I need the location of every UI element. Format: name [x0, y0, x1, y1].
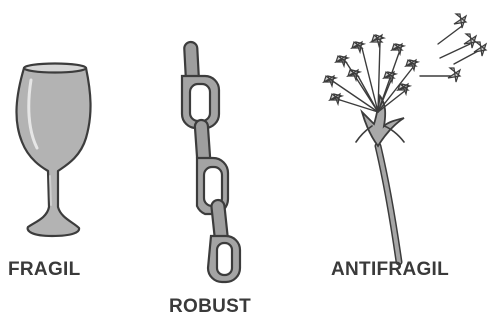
label-antifragile: ANTIFRAGIL [331, 259, 449, 281]
dandelion-icon [324, 14, 486, 262]
chain-icon [182, 42, 240, 282]
label-fragile: FRAGIL [8, 259, 81, 281]
wine-glass-icon [16, 64, 90, 237]
label-robust: ROBUST [169, 296, 251, 318]
